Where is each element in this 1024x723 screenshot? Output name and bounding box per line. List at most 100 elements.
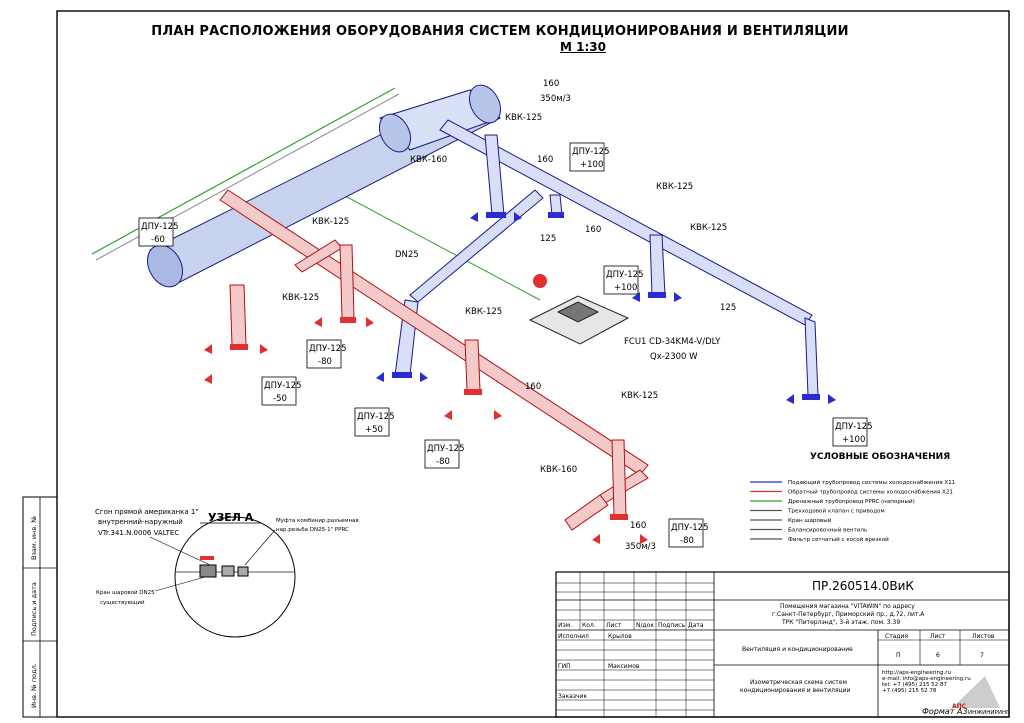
scale-label: М 1:30 [560,40,606,54]
legend-item-label: Обратный трубопровод системы холодоснабж… [788,489,953,496]
svg-text:+100: +100 [842,435,865,445]
svg-text:Сгон прямой американка 1": Сгон прямой американка 1" [95,508,199,516]
svg-text:160: 160 [537,155,553,165]
title-block-header: Лист [606,622,622,629]
svg-text:КВК-125: КВК-125 [621,391,658,401]
svg-text:КВК-125: КВК-125 [312,217,349,227]
title-block-header: Кол. [582,622,596,629]
title-block-text: ПР.260514.0ВиК Помещения магазина "VITAW… [558,579,1010,716]
svg-text:Крылов: Крылов [608,633,632,640]
svg-text:7: 7 [980,652,984,659]
svg-text:160: 160 [525,382,541,392]
svg-text:ДПУ-125: ДПУ-125 [309,344,347,354]
legend-item-label: Балансировочный вентиль [788,527,867,534]
svg-text:существующий: существующий [100,599,145,606]
svg-text:г.Санкт-Петербург, Приморский: г.Санкт-Петербург, Приморский пр., д.72,… [772,611,925,618]
svg-text:+7 (495) 215 52 78: +7 (495) 215 52 78 [882,688,937,694]
svg-text:ДПУ-125: ДПУ-125 [835,422,873,432]
svg-text:Помещения магазина "VITAWIN" п: Помещения магазина "VITAWIN" по адресу [780,603,915,610]
return-duct [219,189,649,531]
svg-text:Изометрическая схема систем: Изометрическая схема систем [750,679,847,686]
svg-text:125: 125 [720,303,736,313]
svg-text:Стадия: Стадия [885,633,908,640]
svg-text:Кран шаровой DN25: Кран шаровой DN25 [96,589,155,596]
stamp-replace-label: Взам. инв. № [30,516,38,560]
svg-text:http://aps-engineering.ru: http://aps-engineering.ru [882,670,951,676]
duct-labels: 160 350м/3 КВК-160 КВК-125 160 ДПУ-125 +… [138,79,873,552]
svg-text:ДПУ-125: ДПУ-125 [671,523,709,533]
legend-item-label: Фильтр сетчатый с косой врезкой [788,536,889,543]
svg-text:e-mail: info@aps-engineering.r: e-mail: info@aps-engineering.ru [882,676,971,682]
svg-text:160: 160 [543,79,559,89]
svg-text:ДПУ-125: ДПУ-125 [572,147,610,157]
svg-text:-60: -60 [151,235,165,245]
format-label: Формат А3 [922,707,968,716]
svg-text:АПС: АПС [952,703,967,710]
title-block-header: Изм. [558,622,572,629]
svg-text:FCU1 CD-34KM4-V/DLY: FCU1 CD-34KM4-V/DLY [624,337,721,347]
svg-text:ДПУ-125: ДПУ-125 [141,222,179,232]
svg-text:КВК-125: КВК-125 [690,223,727,233]
svg-text:ДПУ-125: ДПУ-125 [357,412,395,422]
svg-text:КВК-125: КВК-125 [656,182,693,192]
legend-item-label: Подающий трубопровод системы холодоснабж… [788,479,956,486]
legend-item-label: Кран шаровый [788,517,832,524]
svg-text:+100: +100 [614,283,637,293]
svg-text:+100: +100 [580,160,603,170]
svg-text:125: 125 [540,234,556,244]
svg-text:VTr.341.N.0006 VALTEC: VTr.341.N.0006 VALTEC [98,529,179,537]
svg-text:П: П [896,652,901,659]
legend-item-label: Трехходовой клапан с приводом [787,508,885,515]
side-stamp: Взам. инв. № Подпись и дата Инв. № подл. [22,496,58,718]
title-block-header: Дата [688,622,704,629]
document-code: ПР.260514.0ВиК [812,579,914,593]
svg-text:внутренний-наружный: внутренний-наружный [98,518,183,526]
svg-text:DN25: DN25 [395,250,419,260]
svg-text:нар.резьба DN25-1" PPRC: нар.резьба DN25-1" PPRC [276,527,349,533]
svg-text:Лист: Лист [930,633,946,640]
node-a-detail: УЗЕЛ А Сгон прямой американка 1" внутрен… [95,508,359,638]
svg-text:Муфта комбинир.разъемная: Муфта комбинир.разъемная [276,518,359,524]
stamp-sign-label: Подпись и дата [30,582,38,636]
svg-text:+50: +50 [365,425,383,435]
legend: УСЛОВНЫЕ ОБОЗНАЧЕНИЯ Подающий трубопрово… [750,452,956,543]
main-duct [146,84,502,288]
svg-text:кондиционирования и вентиляции: кондиционирования и вентиляции [740,687,851,694]
svg-text:350м/3: 350м/3 [540,94,571,104]
svg-text:160: 160 [630,521,646,531]
svg-text:Листов: Листов [972,633,995,640]
stamp-inv-label: Инв. № подл. [30,663,38,708]
svg-text:КВК-125: КВК-125 [282,293,319,303]
svg-text:КВК-125: КВК-125 [505,113,542,123]
return-diffusers [204,317,648,544]
title-block-header: Подпись [658,622,685,629]
fcu-unit [528,274,630,345]
title-block [555,571,1010,718]
title-block-header: N/док [636,622,654,629]
svg-text:6: 6 [936,652,940,659]
company-logo-icon [952,676,1000,708]
svg-text:КВК-125: КВК-125 [465,307,502,317]
legend-item-label: Дренажный трубопровод PPRC (напорный) [788,498,915,505]
svg-text:-80: -80 [436,457,450,467]
legend-title: УСЛОВНЫЕ ОБОЗНАЧЕНИЯ [810,452,950,462]
svg-text:ДПУ-125: ДПУ-125 [606,270,644,280]
svg-text:Исполнил: Исполнил [558,633,589,640]
svg-text:ИНЖИНИРИНГ: ИНЖИНИРИНГ [968,710,1010,716]
svg-text:ДПУ-125: ДПУ-125 [264,381,302,391]
svg-text:Qx-2300 W: Qx-2300 W [650,352,698,362]
svg-text:КВК-160: КВК-160 [410,155,447,165]
sheet-frame [56,10,1010,718]
svg-text:-50: -50 [273,394,287,404]
svg-text:-80: -80 [318,357,332,367]
svg-text:КВК-160: КВК-160 [540,465,577,475]
svg-text:tel: +7 (495) 215 52 87: tel: +7 (495) 215 52 87 [882,682,948,688]
page-title: ПЛАН РАСПОЛОЖЕНИЯ ОБОРУДОВАНИЯ СИСТЕМ КО… [151,24,849,39]
valve-icon [533,274,547,288]
svg-text:ДПУ-125: ДПУ-125 [427,444,465,454]
supply-diffusers [376,212,836,404]
svg-text:ТРК "Питерлэнд", 3-й этаж, пом: ТРК "Питерлэнд", 3-й этаж, пом. 3.39 [781,619,900,626]
svg-text:-80: -80 [680,536,694,546]
